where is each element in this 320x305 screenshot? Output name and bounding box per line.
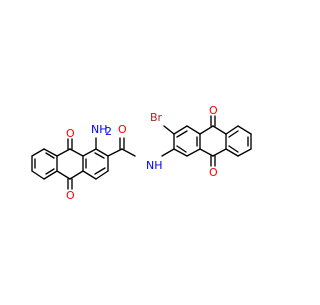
- amino-label: NH: [91, 123, 108, 136]
- molecule-canvas: O O NH 2 O NH Br O O: [31, 104, 252, 202]
- bond: [228, 145, 239, 153]
- bond: [56, 148, 71, 157]
- bond: [176, 130, 188, 138]
- bond: [173, 148, 188, 157]
- bond: [95, 170, 109, 180]
- oxygen-label: O: [209, 166, 218, 179]
- bond: [31, 148, 45, 157]
- bromine-label: Br: [150, 111, 163, 124]
- amide-oxygen-label: O: [118, 123, 127, 136]
- bond: [176, 145, 187, 153]
- bond: [225, 125, 239, 135]
- bond-skeleton: [31, 115, 252, 190]
- atom-labels: O O NH 2 O NH Br O O: [66, 104, 218, 202]
- bond: [173, 125, 188, 135]
- bond: [161, 148, 175, 157]
- bond: [95, 148, 109, 157]
- bond: [45, 168, 55, 175]
- oxygen-label: O: [209, 104, 218, 117]
- bond: [69, 170, 84, 180]
- bond: [163, 125, 175, 135]
- bond: [107, 148, 123, 157]
- bond: [43, 148, 58, 157]
- bond: [56, 170, 71, 180]
- bond: [225, 148, 239, 157]
- bond: [237, 125, 252, 135]
- bond: [69, 148, 84, 157]
- bond: [237, 148, 252, 157]
- bond: [228, 130, 239, 138]
- amide-nh-label: NH: [146, 159, 163, 172]
- bond: [212, 148, 227, 157]
- bond: [186, 148, 201, 157]
- oxygen-label: O: [66, 127, 75, 140]
- bond: [199, 148, 214, 157]
- bond: [199, 125, 214, 135]
- bond: [94, 167, 106, 175]
- bond: [94, 152, 105, 159]
- molecule-structure: O O NH 2 O NH Br O O: [31, 104, 252, 202]
- bond: [31, 170, 45, 180]
- bond: [186, 125, 201, 135]
- oxygen-label: O: [66, 189, 75, 202]
- bond: [212, 125, 227, 135]
- bond: [45, 152, 55, 159]
- bond: [121, 148, 136, 157]
- bond: [82, 170, 97, 180]
- bond: [82, 148, 97, 157]
- bond: [43, 170, 58, 180]
- amino-subscript: 2: [105, 125, 112, 138]
